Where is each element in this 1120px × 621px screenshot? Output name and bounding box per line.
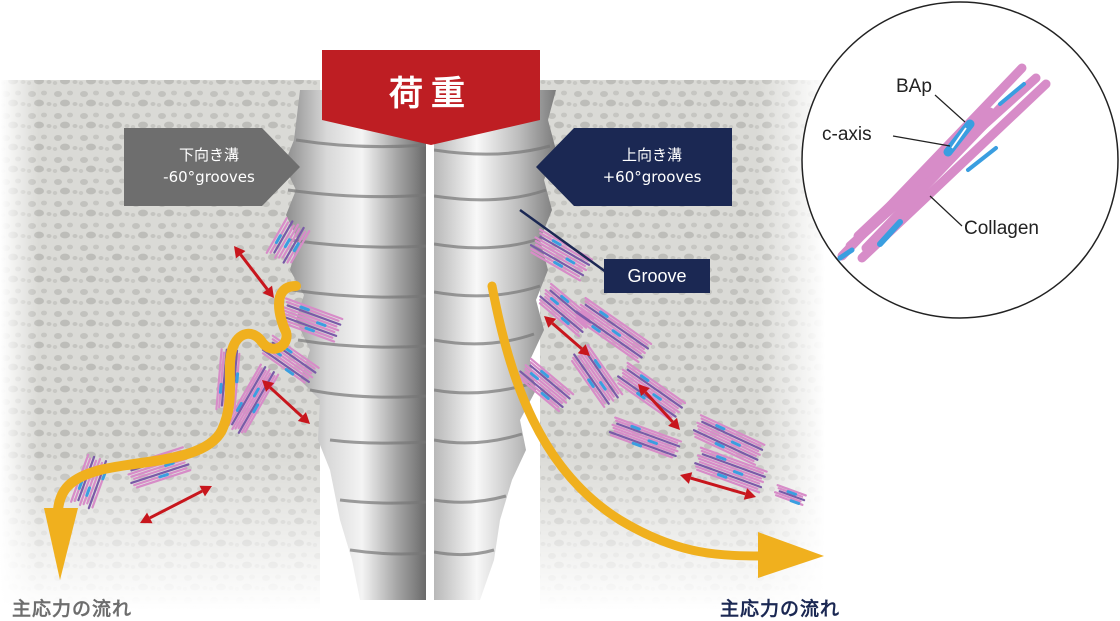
collagen-bundle <box>265 217 311 264</box>
collagen-bundle <box>608 416 683 459</box>
bap-label: BAp <box>896 76 932 97</box>
collagen-bundle <box>538 282 595 338</box>
strain-arrow <box>680 472 756 500</box>
strain-arrows <box>140 246 756 524</box>
groove-label: Groove <box>604 259 710 293</box>
stress-flow-right <box>487 281 824 578</box>
load-label: 荷重 <box>389 74 473 114</box>
inset-bap-crystal <box>837 247 855 261</box>
left-stress-flow-label: 主応力の流れ <box>12 598 133 620</box>
right-tag-jp: 上向き溝 <box>621 146 682 164</box>
inset-collagen-fiber <box>861 99 1009 253</box>
collagen-bundle <box>529 228 594 282</box>
center-divider <box>426 90 434 610</box>
implant-right-half <box>433 90 556 600</box>
collagen-label: Collagen <box>964 218 1039 239</box>
collagen-bundle <box>278 297 344 343</box>
groove-pointer-line <box>519 208 607 274</box>
inset-bap-crystal <box>877 219 903 247</box>
left-groove-tag <box>124 128 300 206</box>
c-axis-leader-line <box>892 135 951 147</box>
strain-arrow <box>544 316 590 356</box>
strain-arrow <box>140 485 212 524</box>
stress-flow-left <box>44 281 301 580</box>
right-groove-tag-text: 上向き溝 +60°grooves <box>572 144 732 188</box>
right-groove-tag <box>536 128 732 206</box>
strain-arrow <box>262 380 310 424</box>
strain-arrow <box>638 384 680 430</box>
collagen-bundle <box>617 361 687 423</box>
inset-bap-crystal <box>966 146 998 172</box>
load-banner <box>322 50 540 145</box>
collagen-bundle <box>694 446 768 494</box>
left-groove-tag-text: 下向き溝 -60°grooves <box>124 144 294 188</box>
left-tag-en: -60°grooves <box>163 168 255 186</box>
stress-flow-right-arrowhead <box>758 532 824 578</box>
bap-leader-line <box>934 94 966 123</box>
collagen-bundles <box>70 217 807 510</box>
inset-bap-crystal <box>998 82 1026 106</box>
collagen-bundle <box>574 296 653 364</box>
collagen-leader-line <box>929 195 963 227</box>
implant-left-half <box>284 90 427 600</box>
c-axis-label: c-axis <box>822 124 872 145</box>
right-tag-en: +60°grooves <box>602 168 702 186</box>
strain-arrow <box>234 246 274 298</box>
right-stress-flow-label: 主応力の流れ <box>720 598 841 620</box>
collagen-bundle <box>692 414 766 466</box>
collagen-bundle <box>773 484 807 506</box>
left-tag-jp: 下向き溝 <box>178 146 239 164</box>
collagen-bundle <box>570 344 624 408</box>
inset-collagen-fibers <box>837 63 1051 263</box>
collagen-bundle <box>518 357 575 413</box>
stress-flow-left-arrowhead <box>44 508 78 580</box>
inset-magnification <box>801 1 1119 319</box>
c-axis-arrow <box>951 127 967 149</box>
